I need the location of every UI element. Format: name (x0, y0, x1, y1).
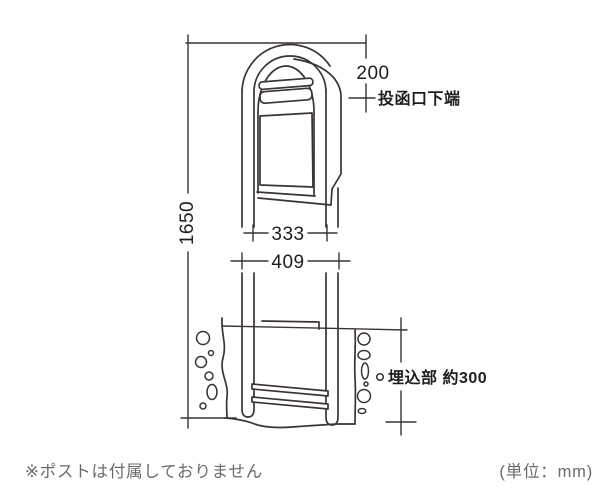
disclaimer-note: ※ポストは付属しておりません (25, 462, 263, 481)
pebble (206, 383, 218, 401)
arch-outer-line (241, 43, 331, 93)
pebbles-right (356, 332, 372, 415)
concrete-left-edge (221, 317, 229, 418)
concrete-right-edge (353, 329, 357, 425)
pebble (356, 388, 372, 404)
dim-total-height-1650: 1650 (177, 34, 367, 429)
inner-width-value: 333 (271, 224, 304, 245)
mail-slot (258, 77, 314, 105)
mailbox (256, 58, 342, 206)
pebble (194, 355, 208, 369)
pebble (195, 330, 211, 346)
right-post-upper (325, 91, 339, 228)
pebble (204, 371, 214, 381)
dim-embed-depth: 埋込部 約300 (375, 317, 487, 436)
left-post-upper (241, 91, 255, 228)
right-post-lower (325, 272, 339, 426)
foundation (194, 317, 408, 429)
mailbox-under-edge (257, 188, 333, 206)
dim-inner-width-333: 333 (243, 224, 338, 245)
left-post-lower (241, 272, 255, 418)
dim-outer-width-409: 409 (230, 252, 351, 273)
pebble (363, 381, 369, 387)
pebble (199, 402, 207, 410)
mailbox-front-edges (257, 111, 315, 197)
slot-bottom-label: 投函口下端 (378, 89, 461, 108)
pebbles-left (194, 330, 218, 410)
pebble (357, 349, 371, 361)
inner-width-ticks (252, 224, 328, 242)
concrete-bottom-edge (224, 417, 356, 429)
top-offset-value: 200 (356, 63, 389, 84)
mail-slot-flap (259, 87, 313, 105)
arch-inner-line (253, 55, 327, 93)
ground-level-mark (261, 320, 320, 330)
dim-top-offset-200: 200 (356, 34, 389, 113)
pebble (357, 332, 371, 346)
mailbox-side-silhouette (293, 58, 342, 190)
embed-depth-label: 埋込部 約300 (388, 368, 487, 387)
anchor-crossbar-lower (251, 396, 329, 410)
slot-bottom-pointer: 投函口下端 (348, 89, 461, 108)
outer-width-ticks (241, 252, 340, 270)
mailbox-door-panel (259, 112, 314, 188)
outer-width-value: 409 (271, 252, 304, 273)
pebble-bullet (375, 372, 385, 382)
pebble (357, 407, 367, 415)
pebble (360, 362, 370, 380)
mailbox-front-bottom-edge (256, 191, 316, 197)
concrete-top-line (221, 325, 408, 331)
unit-note: (単位：mm) (499, 462, 593, 481)
mail-slot-trim (258, 77, 314, 91)
total-height-value: 1650 (177, 201, 198, 245)
anchor-crossbar-upper (251, 383, 329, 397)
pebble (207, 349, 215, 357)
